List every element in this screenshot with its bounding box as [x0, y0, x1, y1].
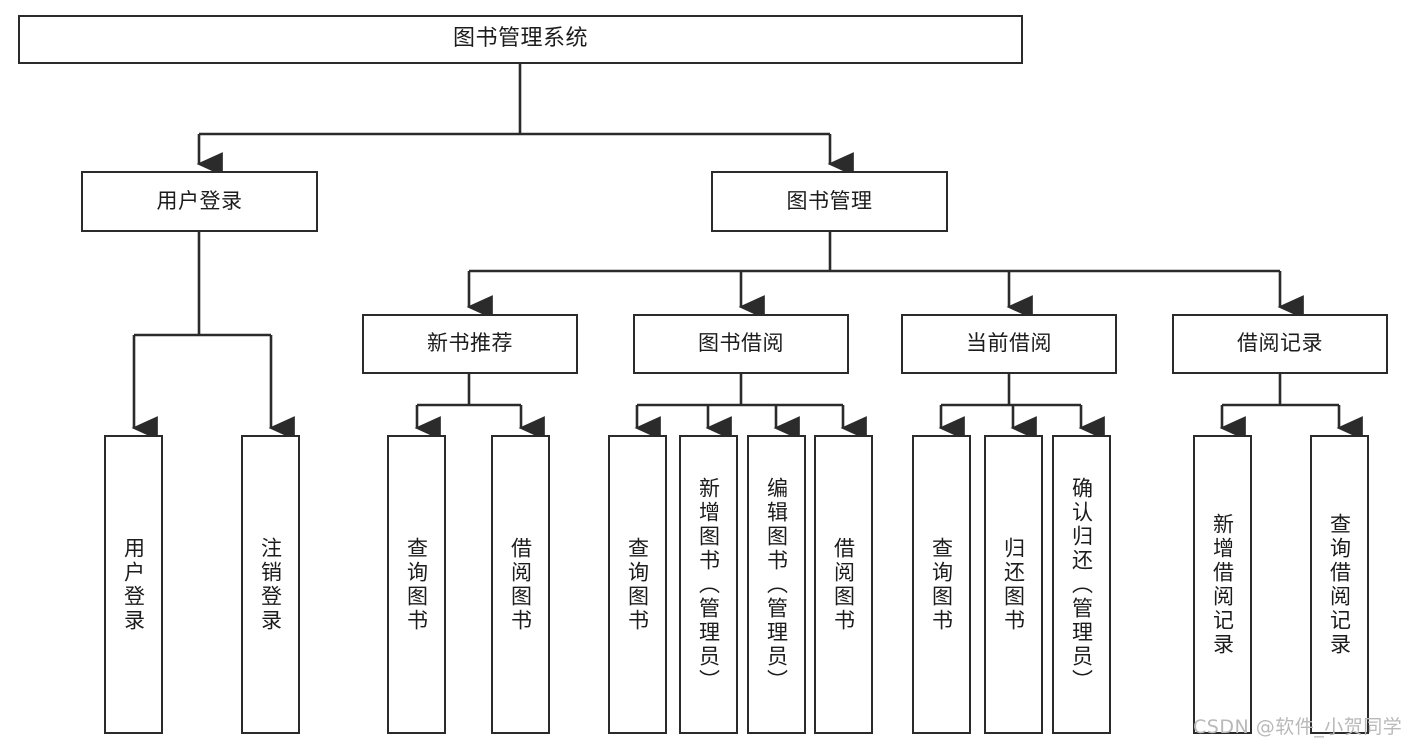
node-new-book-recommend[interactable]: 新书推荐 [362, 314, 578, 374]
node-leaf-confirm-return-admin[interactable]: 确认归还（管理员） [1052, 435, 1111, 734]
node-label: 图书借阅 [698, 331, 784, 356]
node-label: 新增借阅记录 [1210, 512, 1235, 657]
node-leaf-query-book-2[interactable]: 查询图书 [608, 435, 667, 734]
node-leaf-user-login[interactable]: 用户登录 [104, 435, 163, 734]
node-label: 注销登录 [258, 536, 283, 633]
node-borrow-record[interactable]: 借阅记录 [1172, 314, 1388, 374]
node-label: 查询借阅记录 [1327, 512, 1352, 657]
node-label: 用户登录 [156, 188, 243, 213]
node-label: 当前借阅 [966, 331, 1052, 356]
node-current-borrow[interactable]: 当前借阅 [901, 314, 1117, 374]
node-root-book-management-system[interactable]: 图书管理系统 [18, 15, 1023, 64]
node-label: 图书管理 [786, 188, 873, 213]
node-label: 归还图书 [1001, 536, 1026, 633]
node-label: 用户登录 [121, 536, 146, 633]
node-leaf-query-borrow-record[interactable]: 查询借阅记录 [1310, 435, 1369, 734]
node-label: 新书推荐 [427, 331, 513, 356]
node-leaf-add-borrow-record[interactable]: 新增借阅记录 [1193, 435, 1252, 734]
node-label: 借阅图书 [508, 536, 533, 633]
watermark: CSDN @软件_小贺同学 [1193, 716, 1403, 738]
node-label: 图书管理系统 [452, 26, 588, 52]
node-label: 借阅记录 [1237, 331, 1323, 356]
node-user-login[interactable]: 用户登录 [81, 171, 318, 232]
node-leaf-borrow-book-2[interactable]: 借阅图书 [814, 435, 873, 734]
node-label: 查询图书 [929, 536, 954, 633]
node-label: 借阅图书 [831, 536, 856, 633]
node-label: 编辑图书（管理员） [764, 476, 789, 693]
node-label: 确认归还（管理员） [1069, 476, 1094, 693]
node-leaf-add-book-admin[interactable]: 新增图书（管理员） [679, 435, 738, 734]
node-leaf-query-book-3[interactable]: 查询图书 [912, 435, 971, 734]
node-leaf-edit-book-admin[interactable]: 编辑图书（管理员） [747, 435, 806, 734]
node-leaf-borrow-book-1[interactable]: 借阅图书 [491, 435, 550, 734]
node-leaf-return-book[interactable]: 归还图书 [984, 435, 1043, 734]
node-label: 查询图书 [625, 536, 650, 633]
node-leaf-logout-login[interactable]: 注销登录 [241, 435, 300, 734]
node-label: 新增图书（管理员） [696, 476, 721, 693]
node-book-management[interactable]: 图书管理 [711, 171, 948, 232]
node-leaf-query-book-1[interactable]: 查询图书 [387, 435, 446, 734]
node-book-borrow[interactable]: 图书借阅 [633, 314, 849, 374]
node-label: 查询图书 [404, 536, 429, 633]
